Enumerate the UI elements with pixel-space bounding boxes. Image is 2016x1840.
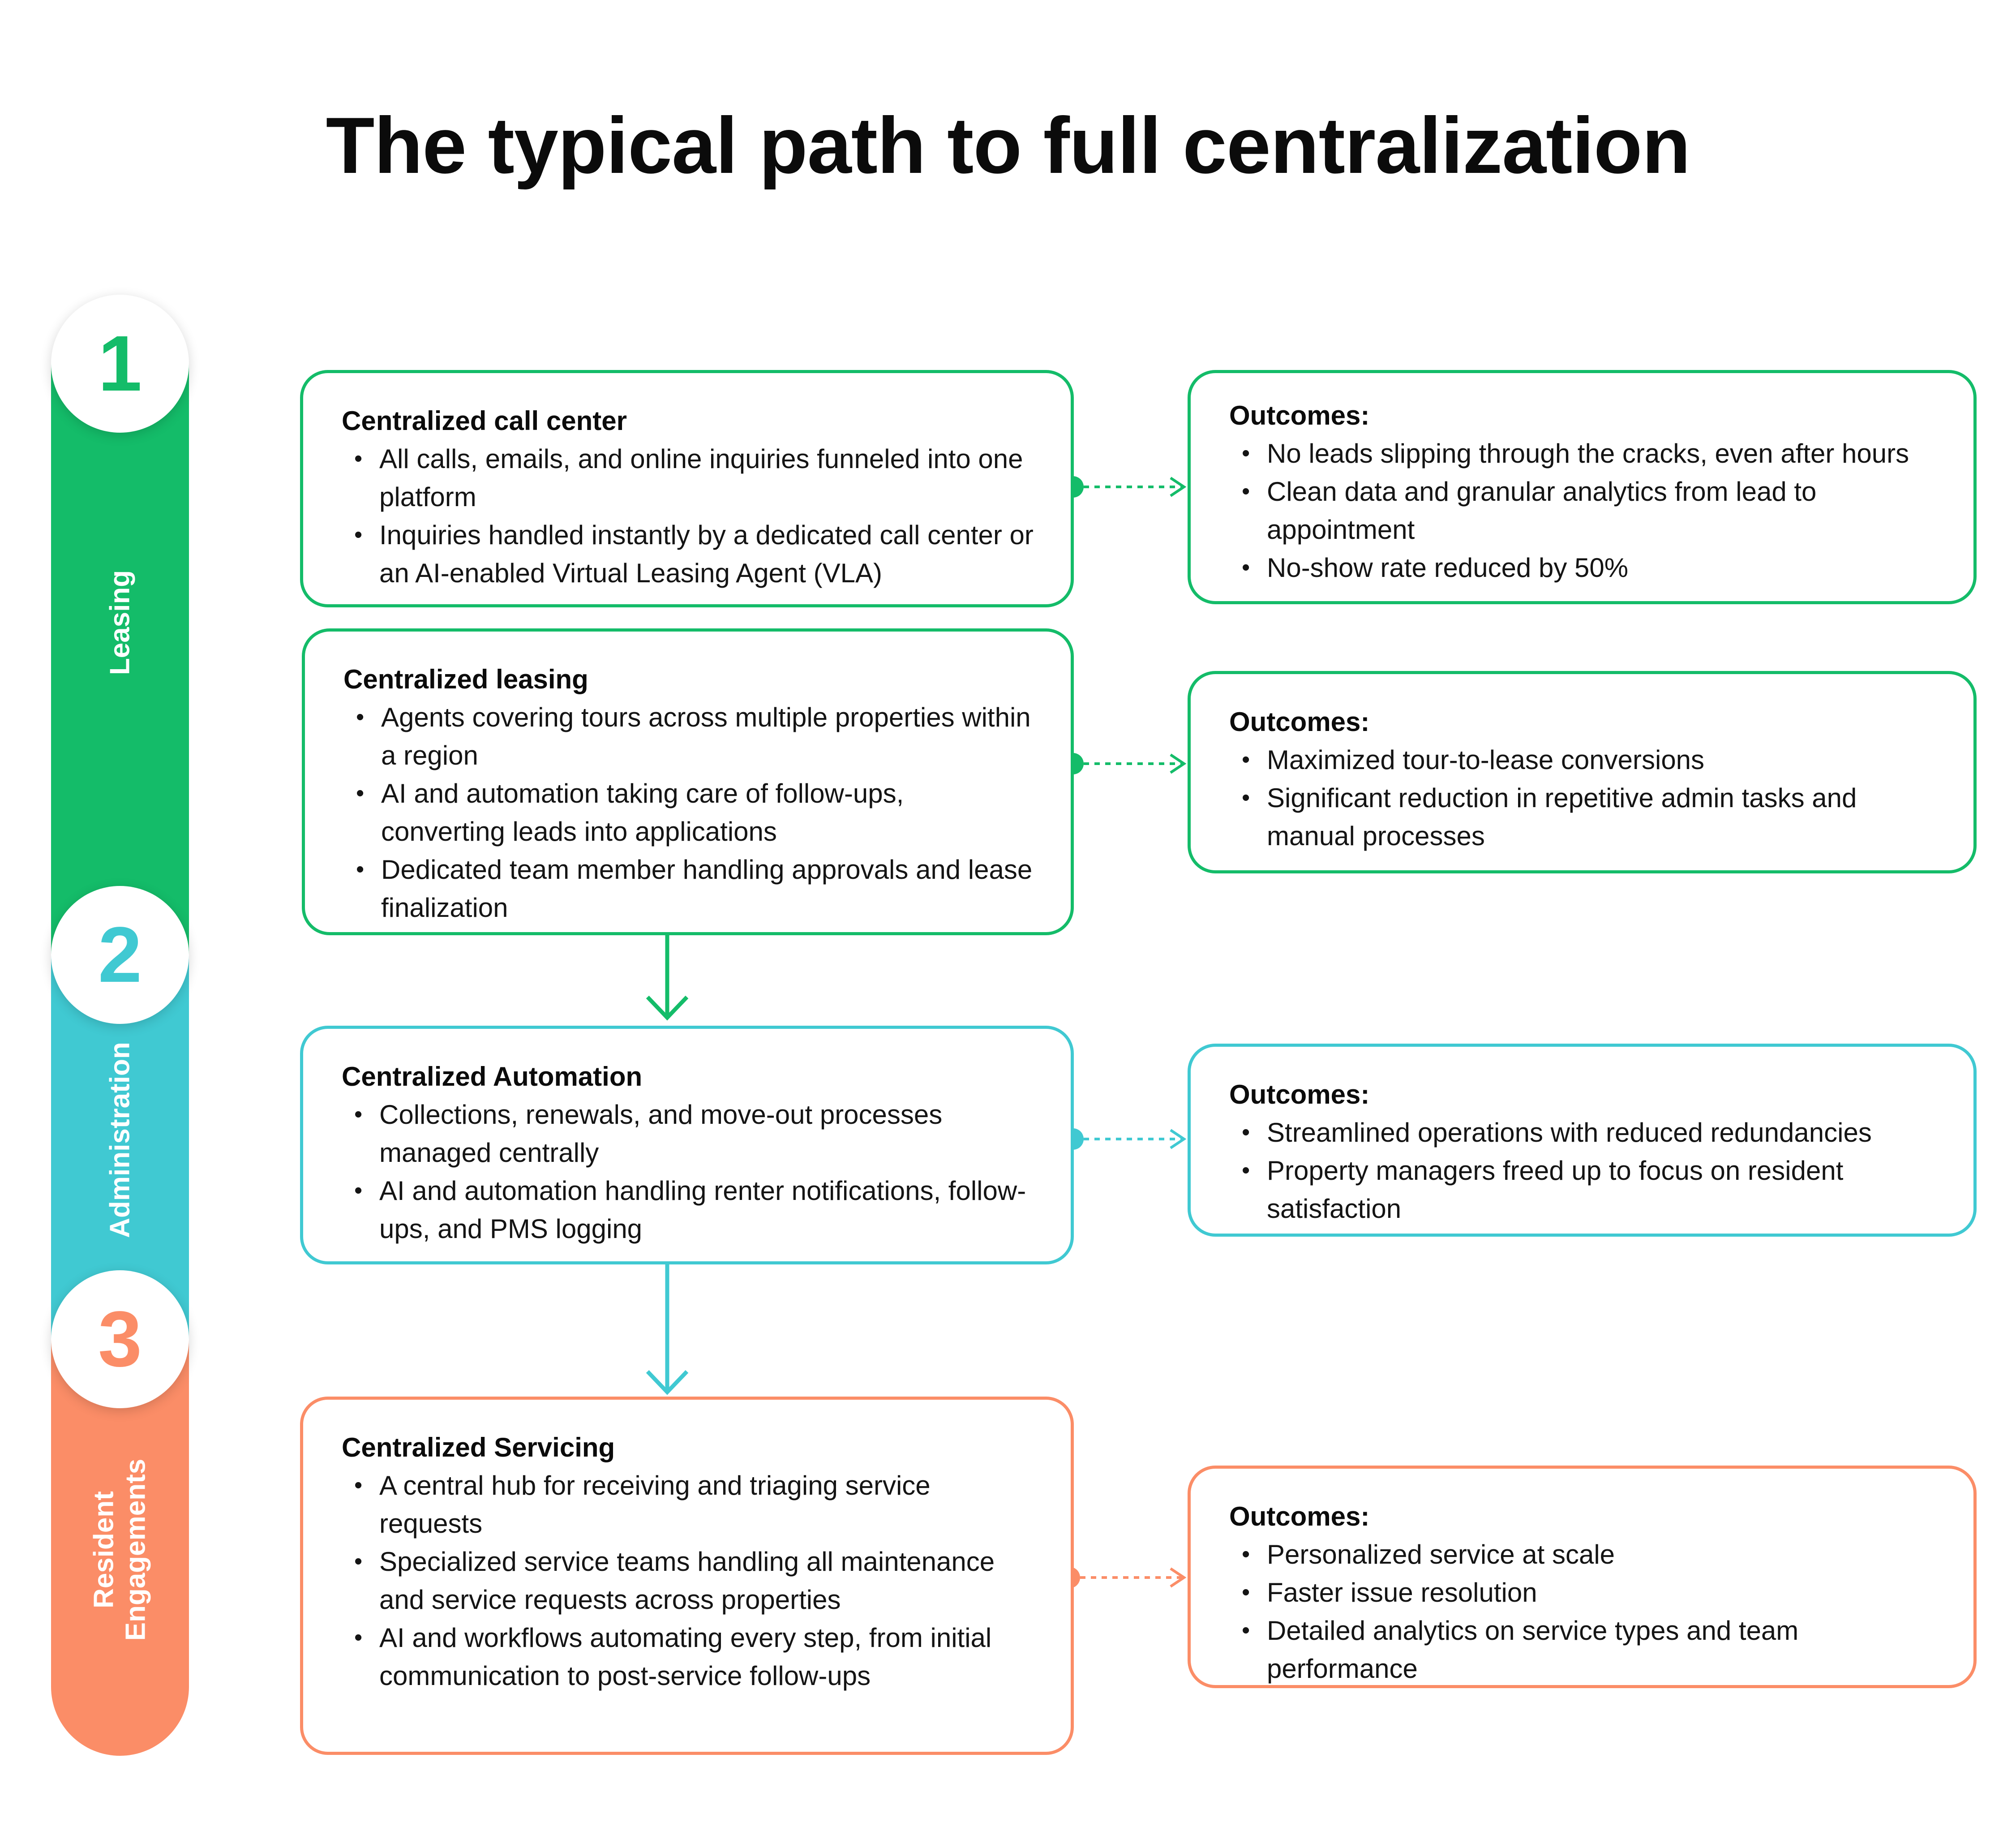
list-item: Detailed analytics on service types and … (1242, 1612, 1938, 1688)
outcomes-title: Outcomes: (1229, 400, 1370, 430)
list-item: Streamlined operations with reduced redu… (1242, 1113, 1938, 1152)
list-item: Dedicated team member handling approvals… (356, 851, 1035, 927)
step-title: Centralized Automation (342, 1062, 643, 1092)
list-item: Property managers freed up to focus on r… (1242, 1152, 1938, 1228)
list-item: AI and automation taking care of follow-… (356, 774, 1035, 851)
step-box-servicing: Centralized Servicing A central hub for … (300, 1397, 1074, 1755)
list-item: Clean data and granular analytics from l… (1242, 473, 1938, 549)
outcomes-box-leasing: Outcomes: Maximized tour-to-lease conver… (1188, 671, 1977, 873)
list-item: All calls, emails, and online inquiries … (354, 440, 1035, 516)
list-item: Specialized service teams handling all m… (354, 1543, 1035, 1619)
step-title: Centralized Servicing (342, 1432, 615, 1462)
outcomes-title: Outcomes: (1229, 1079, 1370, 1109)
step-box-call-center: Centralized call center All calls, email… (300, 370, 1074, 607)
outcomes-list: No leads slipping through the cracks, ev… (1229, 434, 1938, 587)
connector-servicing-outcomes (1059, 1567, 1187, 1588)
arrow-automation-to-servicing (646, 1264, 689, 1395)
list-item: No leads slipping through the cracks, ev… (1242, 434, 1938, 473)
step-bullets: Agents covering tours across multiple pr… (343, 698, 1035, 927)
list-item: Personalized service at scale (1242, 1535, 1938, 1573)
step-number-2: 2 (51, 886, 189, 1024)
step-box-leasing: Centralized leasing Agents covering tour… (302, 628, 1074, 935)
list-item: Maximized tour-to-lease conversions (1242, 741, 1938, 779)
step-title: Centralized leasing (343, 664, 588, 694)
outcomes-list: Personalized service at scale Faster iss… (1229, 1535, 1938, 1688)
outcomes-list: Maximized tour-to-lease conversions Sign… (1229, 741, 1938, 855)
outcomes-box-servicing: Outcomes: Personalized service at scale … (1188, 1466, 1977, 1688)
list-item: AI and workflows automating every step, … (354, 1619, 1035, 1695)
leasing-phase-bar (51, 363, 189, 954)
step-bullets: Collections, renewals, and move-out proc… (342, 1096, 1035, 1248)
step-bullets: All calls, emails, and online inquiries … (342, 440, 1035, 592)
page-title: The typical path to full centralization (326, 101, 1691, 190)
connector-call-center-outcomes (1062, 476, 1187, 498)
outcomes-box-call-center: Outcomes: No leads slipping through the … (1188, 370, 1977, 604)
list-item: Collections, renewals, and move-out proc… (354, 1096, 1035, 1172)
step-bullets: A central hub for receiving and triaging… (342, 1466, 1035, 1695)
list-item: Significant reduction in repetitive admi… (1242, 779, 1938, 855)
list-item: AI and automation handling renter notifi… (354, 1172, 1035, 1248)
resident-engagements-phase-bar (51, 1339, 189, 1756)
outcomes-title: Outcomes: (1229, 1501, 1370, 1531)
list-item: Inquiries handled instantly by a dedicat… (354, 516, 1035, 592)
list-item: Agents covering tours across multiple pr… (356, 698, 1035, 774)
step-box-automation: Centralized Automation Collections, rene… (300, 1026, 1074, 1264)
list-item: Faster issue resolution (1242, 1573, 1938, 1612)
outcomes-list: Streamlined operations with reduced redu… (1229, 1113, 1938, 1228)
step-number-3: 3 (51, 1270, 189, 1408)
step-number-1: 1 (51, 295, 189, 433)
list-item: No-show rate reduced by 50% (1242, 549, 1938, 587)
list-item: A central hub for receiving and triaging… (354, 1466, 1035, 1543)
connector-automation-outcomes (1062, 1128, 1187, 1150)
outcomes-box-automation: Outcomes: Streamlined operations with re… (1188, 1044, 1977, 1237)
outcomes-title: Outcomes: (1229, 707, 1370, 737)
step-title: Centralized call center (342, 406, 627, 436)
arrow-leasing-to-automation (646, 935, 689, 1021)
connector-leasing-outcomes (1062, 753, 1187, 774)
